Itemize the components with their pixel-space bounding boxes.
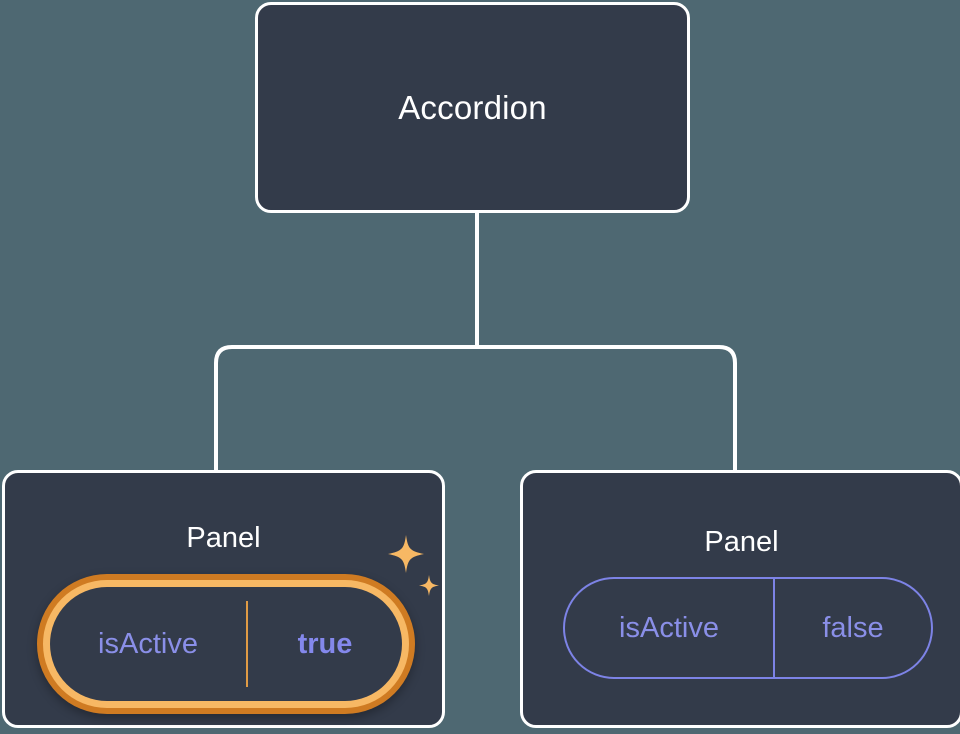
prop-value-false: false [822,611,884,644]
prop-pill-highlighted[interactable]: isActive true [37,574,415,714]
node-label-panel-active: Panel [186,522,261,554]
tree-node-accordion[interactable]: Accordion [255,2,690,213]
tree-node-panel-active[interactable]: Panel isActive true [2,470,445,728]
prop-pill-divider [246,601,248,687]
tree-node-panel-inactive[interactable]: Panel isActive false [520,470,960,728]
node-label-panel-inactive: Panel [704,526,779,558]
prop-pill-divider [773,579,775,677]
node-label-accordion: Accordion [398,89,547,126]
prop-value-true: true [297,627,353,660]
prop-pill-body: isActive true [50,587,402,701]
prop-key-isactive: isActive [619,611,719,644]
prop-pill-plain[interactable]: isActive false [563,577,933,679]
prop-key-isactive: isActive [98,627,198,660]
connector-branch [214,345,737,470]
